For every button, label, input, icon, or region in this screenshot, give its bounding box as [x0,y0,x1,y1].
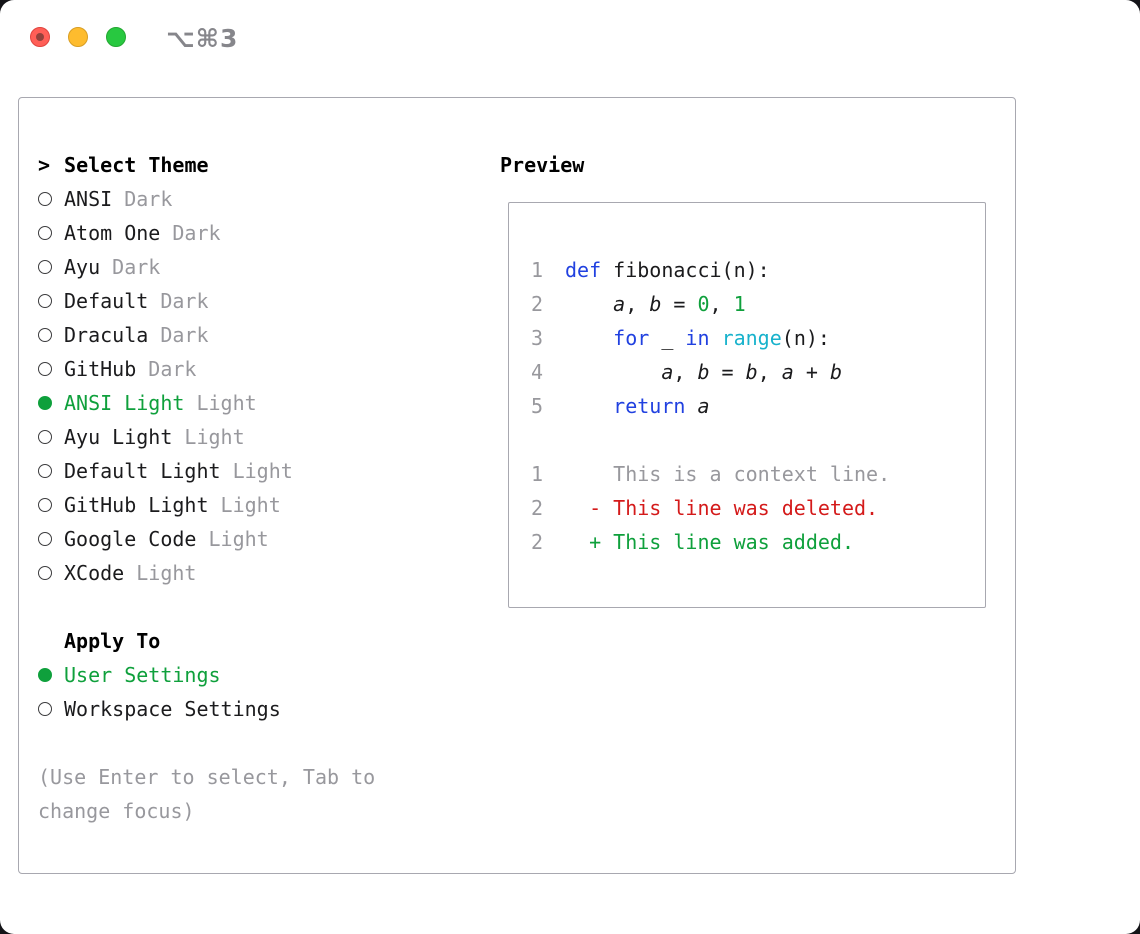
theme-option-ansi-light[interactable]: ANSI Light Light [38,386,500,420]
theme-variant: Light [220,493,281,517]
radio-selected-icon [38,668,52,682]
select-theme-heading: > Select Theme [38,148,500,182]
radio-icon [38,498,52,512]
theme-variant: Light [136,561,197,585]
theme-variant: Light [184,425,245,449]
radio-icon [38,430,52,444]
diff-line: 2 - This line was deleted. [531,491,985,525]
radio-icon [38,192,52,206]
line-number: 2 [531,496,544,520]
line-number: 3 [531,326,544,350]
code-line: 4 a, b = b, a + b [531,355,985,389]
theme-option-google-code[interactable]: Google Code Light [38,522,500,556]
theme-option-ansi[interactable]: ANSI Dark [38,182,500,216]
theme-option-xcode[interactable]: XCode Light [38,556,500,590]
theme-name: Atom One [64,221,161,245]
theme-name: Ayu Light [64,425,173,449]
diff-preview: 1 This is a context line.2 - This line w… [531,457,985,559]
theme-option-ayu[interactable]: Ayu Dark [38,250,500,284]
theme-option-atom-one[interactable]: Atom One Dark [38,216,500,250]
theme-option-github-light[interactable]: GitHub Light Light [38,488,500,522]
line-content: This is a context line. [565,462,891,486]
theme-name: GitHub [64,357,137,381]
radio-icon [38,226,52,240]
line-number: 1 [531,462,544,486]
blank-line [531,423,985,457]
theme-name: ANSI Light [64,391,185,415]
theme-option-dracula[interactable]: Dracula Dark [38,318,500,352]
apply-option-label: User Settings [64,663,221,687]
apply-option-user-settings[interactable]: User Settings [38,658,500,692]
apply-option-label: Workspace Settings [64,697,281,721]
line-number: 4 [531,360,544,384]
theme-name: Default Light [64,459,221,483]
line-number: 5 [531,394,544,418]
minimize-button[interactable] [68,27,88,47]
close-button[interactable] [30,27,50,47]
code-line: 2 a, b = 0, 1 [531,287,985,321]
theme-variant: Dark [172,221,221,245]
theme-option-github[interactable]: GitHub Dark [38,352,500,386]
radio-icon [38,362,52,376]
radio-icon [38,464,52,478]
theme-variant: Dark [112,255,161,279]
line-number: 2 [531,530,544,554]
theme-variant: Dark [160,289,209,313]
code-line: 3 for _ in range(n): [531,321,985,355]
line-content: for _ in range(n): [613,326,830,350]
theme-option-ayu-light[interactable]: Ayu Light Light [38,420,500,454]
theme-variant: Light [196,391,257,415]
theme-variant: Dark [160,323,209,347]
apply-option-workspace-settings[interactable]: Workspace Settings [38,692,500,726]
zoom-button[interactable] [106,27,126,47]
select-theme-title: Select Theme [64,153,209,177]
theme-variant: Dark [148,357,197,381]
hint-text: (Use Enter to select, Tab to change focu… [38,765,376,823]
theme-variant: Light [232,459,293,483]
window-shortcut-label: ⌥⌘3 [166,24,239,53]
preview-title: Preview [500,153,585,177]
theme-name: Dracula [64,323,149,347]
radio-icon [38,260,52,274]
theme-name: ANSI [64,187,113,211]
diff-line: 1 This is a context line. [531,457,985,491]
radio-icon [38,294,52,308]
code-line: 1 def fibonacci(n): [531,253,985,287]
line-content: a, b = 0, 1 [613,292,746,316]
preview-heading: Preview [500,148,1015,182]
theme-name: GitHub Light [64,493,209,517]
radio-icon [38,328,52,342]
radio-icon [38,566,52,580]
line-content: + This line was added. [565,530,854,554]
radio-selected-icon [38,396,52,410]
line-number: 2 [531,292,544,316]
prompt-caret-icon: > [38,153,51,177]
line-content: return a [613,394,710,418]
theme-variant: Light [208,527,269,551]
line-content: def fibonacci(n): [565,258,770,282]
theme-name: Ayu [64,255,101,279]
window-titlebar: ⌥⌘3 [0,0,1140,97]
diff-line: 2 + This line was added. [531,525,985,559]
theme-name: XCode [64,561,125,585]
theme-name: Google Code [64,527,197,551]
line-content: a, b = b, a + b [661,360,842,384]
radio-icon [38,702,52,716]
radio-icon [38,532,52,546]
theme-name: Default [64,289,149,313]
theme-option-default[interactable]: Default Dark [38,284,500,318]
line-content: - This line was deleted. [565,496,879,520]
apply-to-title: Apply To [64,629,161,653]
code-line: 5 return a [531,389,985,423]
theme-option-default-light[interactable]: Default Light Light [38,454,500,488]
theme-variant: Dark [124,187,173,211]
line-number: 1 [531,258,544,282]
